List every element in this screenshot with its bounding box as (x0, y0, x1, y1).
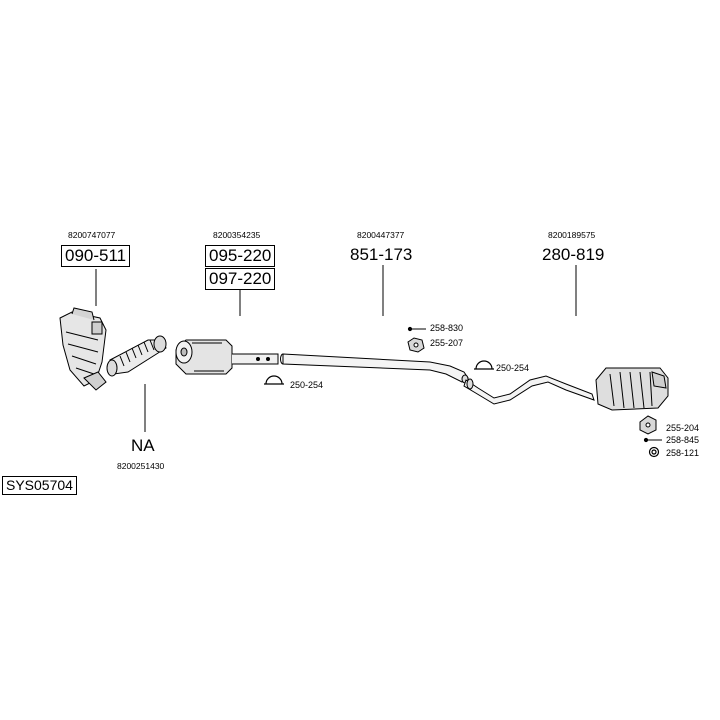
center-pipe (280, 353, 469, 384)
bolt-258-830 (407, 326, 426, 332)
part-number-851-173[interactable]: 851-173 (350, 245, 413, 264)
ring-258-121 (648, 446, 660, 458)
flex-pipe (106, 335, 167, 377)
system-code: SYS05704 (2, 476, 77, 495)
oe-number: 8200447377 (357, 230, 405, 240)
oe-number: 8200251430 (117, 461, 165, 471)
rear-silencer (595, 367, 669, 411)
accessory-label-258-121[interactable]: 258-121 (666, 448, 700, 458)
oe-number: 8200189575 (548, 230, 596, 240)
front-converter (175, 339, 279, 375)
accessory-label-255-204[interactable]: 255-204 (666, 423, 700, 433)
part-number-090-511[interactable]: 090-511 (61, 245, 131, 267)
part-number-na: NA (131, 436, 155, 455)
accessory-label-258-845[interactable]: 258-845 (666, 435, 700, 445)
bolt-258-845 (643, 437, 662, 443)
clamp-250-254-b (474, 360, 494, 370)
bracket-255-204 (639, 415, 657, 435)
oe-number: 8200354235 (213, 230, 261, 240)
accessory-label-258-830[interactable]: 258-830 (430, 323, 464, 333)
rear-pipe (463, 375, 595, 405)
accessory-label-250-254[interactable]: 250-254 (290, 380, 324, 390)
accessory-label-250-254[interactable]: 250-254 (496, 363, 530, 373)
bracket-255-207 (407, 337, 425, 353)
oe-number: 8200747077 (68, 230, 116, 240)
manifold-catalyst (59, 307, 107, 391)
accessory-label-255-207[interactable]: 255-207 (430, 338, 464, 348)
part-number-097-220[interactable]: 097-220 (205, 268, 276, 290)
clamp-250-254-a (264, 375, 284, 385)
part-number-280-819[interactable]: 280-819 (542, 245, 605, 264)
part-number-095-220[interactable]: 095-220 (205, 245, 276, 267)
